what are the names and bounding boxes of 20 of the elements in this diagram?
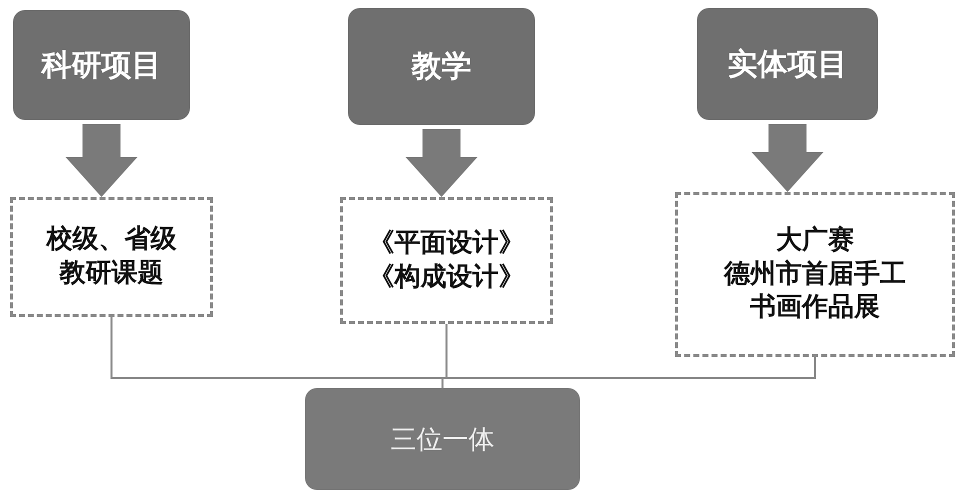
node-label: 教学 <box>412 48 472 86</box>
node-label: 实体项目 <box>728 46 848 84</box>
summary-box <box>305 388 580 490</box>
content-box <box>10 197 213 317</box>
content-box <box>340 197 553 324</box>
node-label: 《构成设计》 <box>368 260 524 294</box>
category-box <box>348 8 535 125</box>
block-arrow <box>406 129 478 197</box>
node-label: 校级、省级教研课题 <box>44 223 178 290</box>
content-box <box>675 192 955 357</box>
node-label: 大广赛 <box>776 224 854 257</box>
node-label: 德州市首届手工书画作品展 <box>722 258 907 324</box>
node-label: 《平面设计》 <box>368 226 524 260</box>
block-arrow <box>752 124 824 192</box>
block-arrow <box>66 124 138 197</box>
connector-line <box>442 357 816 388</box>
node-label: 三位一体 <box>390 424 494 456</box>
category-box <box>697 8 878 120</box>
category-box <box>13 10 190 120</box>
node-label: 科研项目 <box>42 46 162 84</box>
